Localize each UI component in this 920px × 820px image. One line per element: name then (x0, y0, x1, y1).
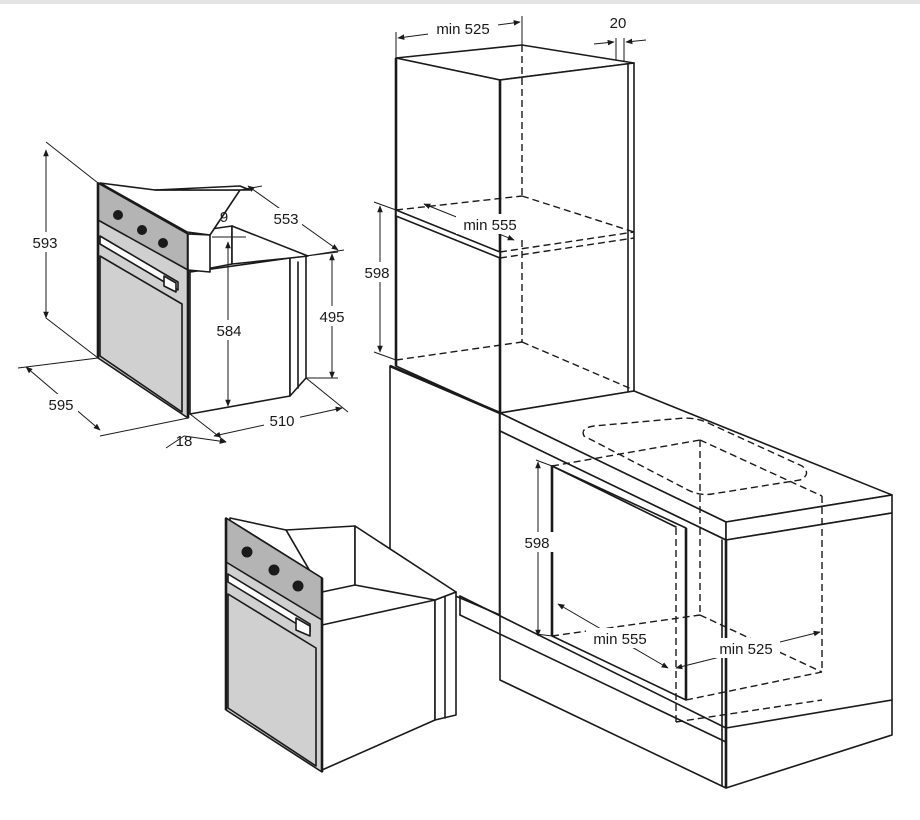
oven-handle (99, 235, 179, 291)
label-tall-niche-depth: min 555 (463, 217, 516, 234)
label-oven-depth-total: 553 (273, 211, 298, 228)
label-body-depth: 510 (269, 413, 294, 430)
knob-icon (113, 210, 123, 220)
top-border (0, 0, 920, 4)
label-under-niche-width: min 525 (719, 641, 772, 658)
label-tall-niche-height: 598 (364, 265, 389, 282)
label-tall-gap: 20 (610, 15, 627, 32)
label-under-niche-height: 598 (524, 535, 549, 552)
tall-cabinet-right-panel (499, 62, 635, 414)
knob-icon (137, 225, 147, 235)
knob-icon (158, 238, 168, 248)
knob-icon (292, 580, 304, 592)
label-tall-niche-width: min 525 (436, 21, 489, 38)
label-panel-offset: 9 (220, 209, 228, 226)
dimension-labels: 593 595 553 9 584 495 510 18 min 525 20 … (28, 15, 780, 658)
knob-icon (241, 546, 253, 558)
oven-large-side (321, 599, 436, 771)
oven-perspective (224, 517, 457, 773)
label-body-height: 584 (216, 323, 241, 340)
oven-dimensioned (96, 182, 309, 419)
hob-cutout (582, 417, 808, 496)
base-cabinet-niche (459, 390, 893, 789)
label-under-niche-depth: min 555 (593, 631, 646, 648)
label-body-height-side: 495 (319, 309, 344, 326)
label-oven-height: 593 (32, 235, 57, 252)
label-door-thickness: 18 (176, 433, 193, 450)
label-oven-width: 595 (48, 397, 73, 414)
knob-icon (268, 564, 280, 576)
